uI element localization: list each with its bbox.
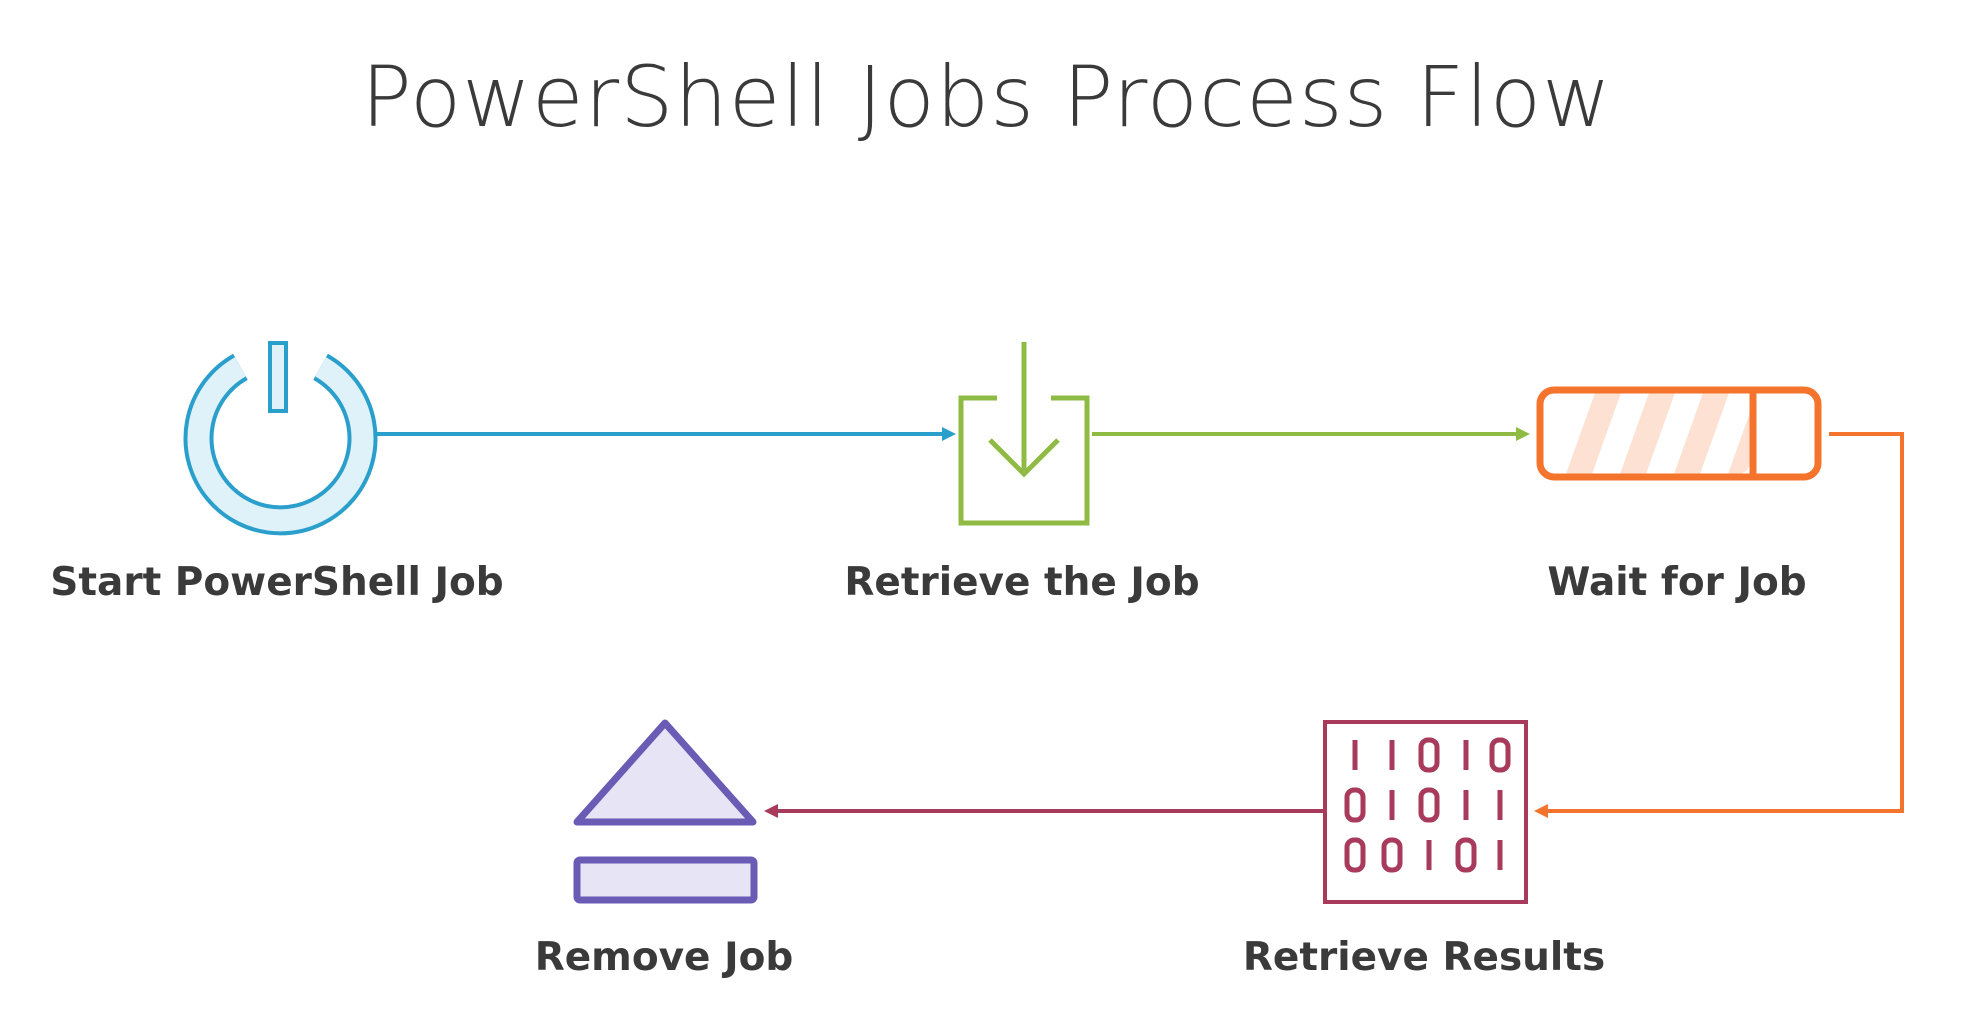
download-tray-icon: [958, 342, 1090, 526]
step-label-wait-for-job: Wait for Job: [1547, 560, 1807, 605]
binary-digit-zero: [1455, 837, 1477, 873]
binary-digit-zero: [1344, 837, 1366, 873]
step-label-retrieve-results: Retrieve Results: [1242, 935, 1606, 980]
binary-digit-zero: [1418, 737, 1440, 773]
binary-digit-zero: [1344, 787, 1366, 823]
binary-digit-zero: [1418, 787, 1440, 823]
eject-icon: [573, 719, 758, 904]
binary-digit-zero: [1381, 837, 1403, 873]
connector-results-to-remove: [764, 804, 1324, 818]
page-title: PowerShell Jobs Process Flow: [361, 48, 1612, 146]
step-label-retrieve-job: Retrieve the Job: [844, 560, 1200, 605]
power-icon: [183, 341, 378, 536]
step-label-start-job: Start PowerShell Job: [50, 560, 504, 605]
connector-start-to-retrieve: [370, 427, 956, 441]
connector-wait-to-results: [1534, 432, 1904, 818]
binary-data-icon: [1323, 720, 1528, 904]
connector-retrieve-to-wait: [1092, 427, 1530, 441]
step-label-remove-job: Remove Job: [534, 935, 794, 980]
progress-bar-icon: [1536, 386, 1822, 481]
binary-digit-zero: [1489, 737, 1511, 773]
